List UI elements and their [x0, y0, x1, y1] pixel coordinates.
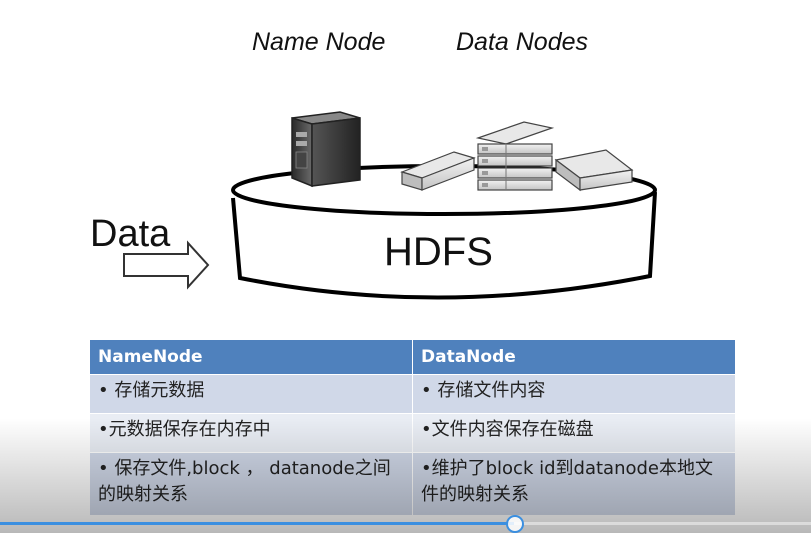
table-header-row: NameNode DataNode: [89, 339, 736, 375]
hdfs-label: HDFS: [384, 230, 493, 274]
table-row: • 保存文件,block ， datanode之间的映射关系 •维护了block…: [89, 452, 736, 516]
table-cell: •元数据保存在内存中: [89, 413, 413, 453]
name-node-label: Name Node: [252, 28, 386, 56]
table-cell: • 保存文件,block ， datanode之间的映射关系: [89, 452, 413, 516]
name-node-server-icon: [291, 111, 361, 188]
table-cell: • 存储元数据: [89, 374, 413, 414]
data-node-server-left-icon: [400, 151, 476, 191]
video-progress-bar[interactable]: [0, 515, 811, 533]
data-node-server-right-icon: [554, 149, 634, 192]
video-progress-fill: [0, 522, 515, 525]
data-label: Data: [90, 213, 171, 255]
video-scrubber-handle[interactable]: [506, 515, 525, 533]
table-cell: •维护了block id到datanode本地文件的映射关系: [412, 452, 736, 516]
column-header-datanode: DataNode: [412, 339, 736, 375]
data-node-server-stack-icon: [475, 121, 555, 191]
hdfs-diagram: [123, 111, 657, 300]
table-cell: • 存储文件内容: [412, 374, 736, 414]
data-arrow-icon: [123, 240, 210, 290]
column-header-namenode: NameNode: [89, 339, 413, 375]
comparison-table: NameNode DataNode • 存储元数据 • 存储文件内容 •元数据保…: [89, 339, 736, 516]
data-nodes-label: Data Nodes: [456, 28, 589, 56]
table-row: • 存储元数据 • 存储文件内容: [89, 374, 736, 414]
table-row: •元数据保存在内存中 •文件内容保存在磁盘: [89, 413, 736, 453]
table-cell: •文件内容保存在磁盘: [412, 413, 736, 453]
